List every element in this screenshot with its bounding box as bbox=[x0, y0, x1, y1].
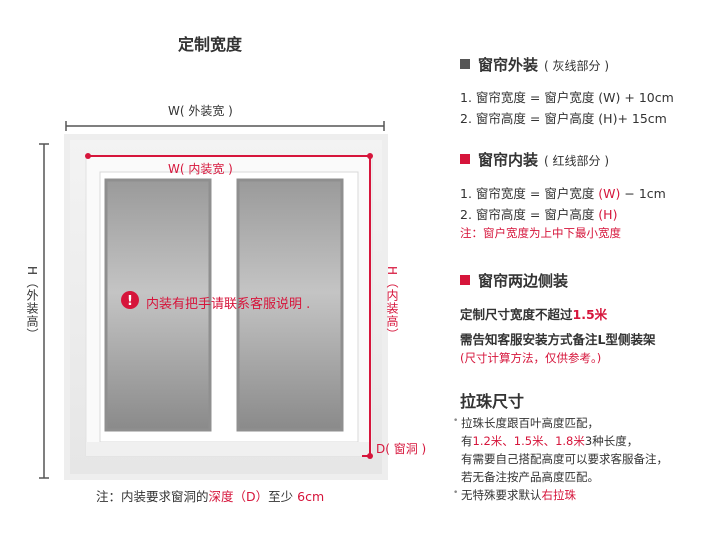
side-line-2: 需告知客服安装方式备注L型侧装架 bbox=[460, 332, 656, 347]
inner-height-label: H（内装高） bbox=[385, 266, 399, 342]
side-section-title: 窗帘两边侧装 bbox=[460, 270, 568, 291]
side-title-text: 窗帘两边侧装 bbox=[478, 272, 569, 290]
inner-section-title: 窗帘内装 ( 红线部分 ) bbox=[460, 149, 609, 170]
bottom-note-suffix: 至少 bbox=[268, 489, 294, 504]
inner-line-1: 1. 窗帘宽度 = 窗户宽度 (W) − 1cm bbox=[460, 186, 666, 201]
window-diagram: ! bbox=[39, 121, 388, 480]
side-line-1: 定制尺寸宽度不超过1.5米 bbox=[460, 307, 608, 322]
bottom-note-highlight: 深度（D） bbox=[208, 489, 269, 504]
side-note: (尺寸计算方法，仅供参考。) bbox=[460, 351, 602, 365]
warning-text: 内装有把手请联系客服说明 . bbox=[146, 297, 311, 312]
outer-height-label: H（外装高） bbox=[25, 266, 39, 342]
red-square-icon-2 bbox=[460, 275, 470, 285]
bottom-note: 注：内装要求窗洞的深度（D）至少 6cm bbox=[96, 486, 324, 505]
outer-line-1: 1. 窗帘宽度 = 窗户宽度 (W) + 10cm bbox=[460, 90, 674, 105]
inner-subtitle: ( 红线部分 ) bbox=[544, 154, 610, 168]
inner-width-label: W( 内装宽 ) bbox=[168, 162, 233, 176]
diagram-title: 定制宽度 bbox=[178, 35, 243, 54]
svg-text:!: ! bbox=[127, 294, 133, 309]
red-square-icon bbox=[460, 154, 470, 164]
pull-section-title: 拉珠尺寸 bbox=[460, 392, 525, 411]
inner-title-text: 窗帘内装 bbox=[478, 151, 539, 169]
depth-label: D( 窗洞 ) bbox=[376, 440, 426, 457]
warning-icon bbox=[121, 291, 139, 309]
right-glass-pane bbox=[236, 178, 344, 432]
pull-line-5: 无特殊要求默认右拉珠 bbox=[453, 487, 576, 503]
outer-line-2: 2. 窗帘高度 = 窗户高度 (H)+ 15cm bbox=[460, 111, 667, 126]
depth-label-text: D( 窗洞 ) bbox=[376, 442, 427, 456]
pull-line-3: 有需要自己搭配高度可以要求客服备注， bbox=[461, 452, 668, 466]
outer-section-title: 窗帘外装 ( 灰线部分 ) bbox=[460, 54, 609, 75]
bottom-note-prefix: 注：内装要求窗洞的 bbox=[96, 489, 209, 504]
pull-line-1: 拉珠长度跟百叶高度匹配， bbox=[453, 415, 599, 431]
inner-line-2: 2. 窗帘高度 = 窗户高度 (H) bbox=[460, 207, 618, 222]
bottom-note-value: 6cm bbox=[297, 489, 325, 504]
outer-title-text: 窗帘外装 bbox=[478, 56, 539, 74]
pull-line-2: 有1.2米、1.5米、1.8米3种长度， bbox=[461, 434, 639, 448]
outer-subtitle: ( 灰线部分 ) bbox=[544, 59, 610, 73]
inner-note: 注：窗户宽度为上中下最小宽度 bbox=[460, 226, 621, 240]
gray-square-icon bbox=[460, 59, 470, 69]
pull-line-4: 若无备注按产品高度匹配。 bbox=[461, 470, 599, 484]
outer-width-label: W( 外装宽 ) bbox=[168, 104, 233, 118]
